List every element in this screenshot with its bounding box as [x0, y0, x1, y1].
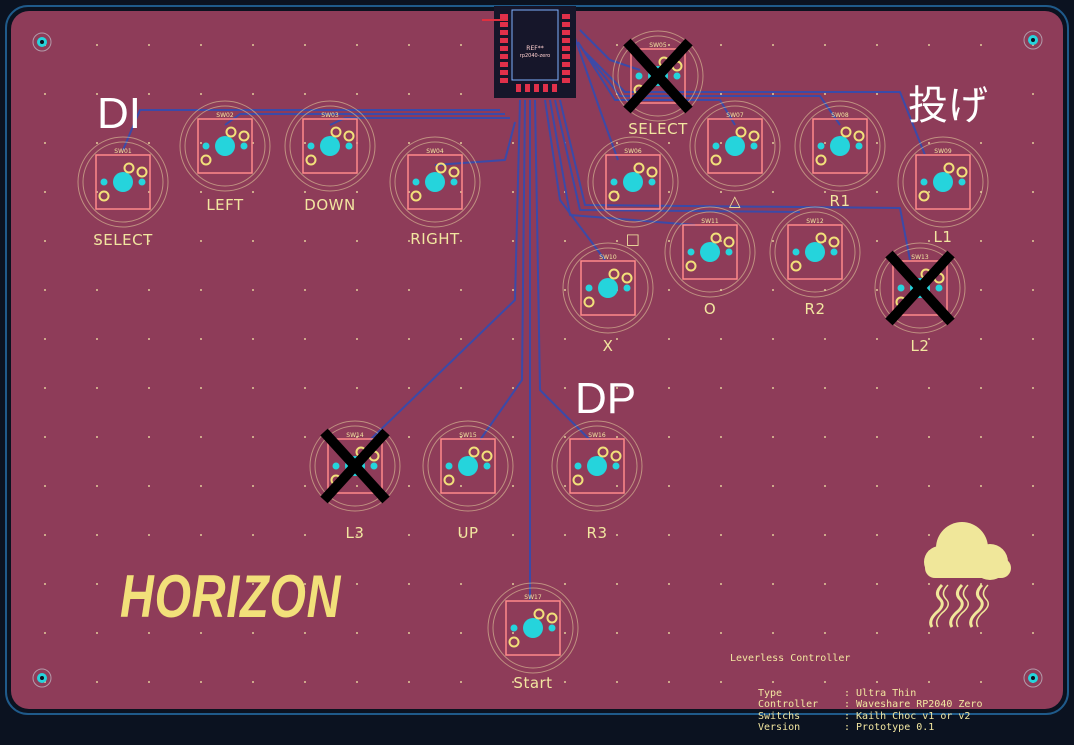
switch-ref: SW17 — [524, 594, 542, 601]
switch-sw08: SW08 — [794, 100, 886, 192]
switch-ref: SW10 — [599, 254, 617, 261]
switch-label: R2 — [804, 300, 826, 318]
switch-label: △ — [728, 192, 742, 210]
strike-sw13 — [885, 250, 955, 326]
info-row: Controller : Waveshare RP2040 Zero — [730, 699, 982, 711]
horizon-logo: HORIZON — [120, 563, 342, 630]
switch-label: UP — [457, 524, 479, 542]
switch-ref: SW08 — [831, 112, 849, 119]
switch-label: L3 — [345, 524, 365, 542]
info-key: Controller — [758, 699, 819, 710]
info-value: : Kailh Choc v1 or v2 — [844, 710, 971, 722]
switch-label: DOWN — [304, 196, 356, 214]
switch-label: SELECT — [93, 231, 153, 249]
switch-ref: SW04 — [426, 148, 444, 155]
strike-sw14 — [320, 428, 390, 504]
switch-label: L1 — [933, 228, 953, 246]
info-value: : Waveshare RP2040 Zero — [844, 699, 983, 710]
switch-ref: SW03 — [321, 112, 339, 119]
switch-label: SELECT — [628, 120, 688, 138]
di-note: DI — [97, 89, 141, 138]
switch-label: LEFT — [206, 196, 244, 214]
switch-sw01: SW01 — [77, 136, 169, 228]
mcu-ref: REF** — [526, 45, 543, 52]
throw-note: 投げ — [908, 83, 988, 129]
traces — [122, 29, 926, 600]
switch-label: R3 — [586, 524, 608, 542]
switch-ref: SW14 — [346, 432, 364, 439]
switch-ref: SW01 — [114, 148, 132, 155]
switch-sw11: SW11 — [664, 206, 756, 298]
info-row: Type : Ultra Thin — [730, 688, 982, 700]
switch-ref: SW16 — [588, 432, 606, 439]
switch-sw04: SW04 — [389, 136, 481, 228]
switch-sw10: SW10 — [562, 242, 654, 334]
mcu-module: REF**rp2040-zero — [482, 6, 576, 98]
switch-ref: SW09 — [934, 148, 952, 155]
mounting-holes — [32, 30, 1043, 688]
pcb-board — [11, 11, 1063, 709]
info-title: Leverless Controller — [730, 653, 851, 664]
switch-ref: SW11 — [701, 218, 719, 225]
mcu-value: rp2040-zero — [520, 53, 550, 59]
switch-label: Start — [513, 674, 553, 692]
info-value: : Prototype 0.1 — [844, 722, 935, 733]
info-key: Type — [758, 687, 783, 699]
switch-label: X — [602, 337, 614, 355]
switch-sw16: SW16 — [551, 420, 643, 512]
info-row: Version : Prototype 0.1 — [730, 722, 982, 734]
switch-sw06: SW06 — [587, 136, 679, 228]
switch-sw12: SW12 — [769, 206, 861, 298]
info-key: Switchs — [758, 710, 801, 722]
switch-sw07: SW07 — [689, 100, 781, 192]
strike-marks — [320, 38, 955, 504]
switch-sw03: SW03 — [284, 100, 376, 192]
cloud-lightning-logo — [924, 522, 1011, 628]
switch-ref: SW13 — [911, 254, 929, 261]
info-value: : Ultra Thin — [844, 687, 917, 699]
switch-ref: SW06 — [624, 148, 642, 155]
switch-label: O — [703, 300, 717, 318]
info-key: Version — [758, 722, 801, 733]
info-row: Switchs : Kailh Choc v1 or v2 — [730, 711, 982, 723]
switch-label: R1 — [829, 192, 851, 210]
switch-sw02: SW02 — [179, 100, 271, 192]
switch-ref: SW07 — [726, 112, 744, 119]
switch-ref: SW02 — [216, 112, 234, 119]
switch-ref: SW15 — [459, 432, 477, 439]
switch-ref: SW05 — [649, 42, 667, 49]
dp-note: DP — [575, 374, 637, 423]
switch-ref: SW12 — [806, 218, 824, 225]
strike-sw05 — [623, 38, 693, 114]
switch-sw09: SW09 — [897, 136, 989, 228]
switch-label: RIGHT — [410, 230, 460, 248]
switch-label: L2 — [910, 337, 930, 355]
switch-sw17: SW17 — [487, 582, 579, 674]
switch-sw15: SW15 — [422, 420, 514, 512]
switch-label: □ — [625, 230, 641, 248]
